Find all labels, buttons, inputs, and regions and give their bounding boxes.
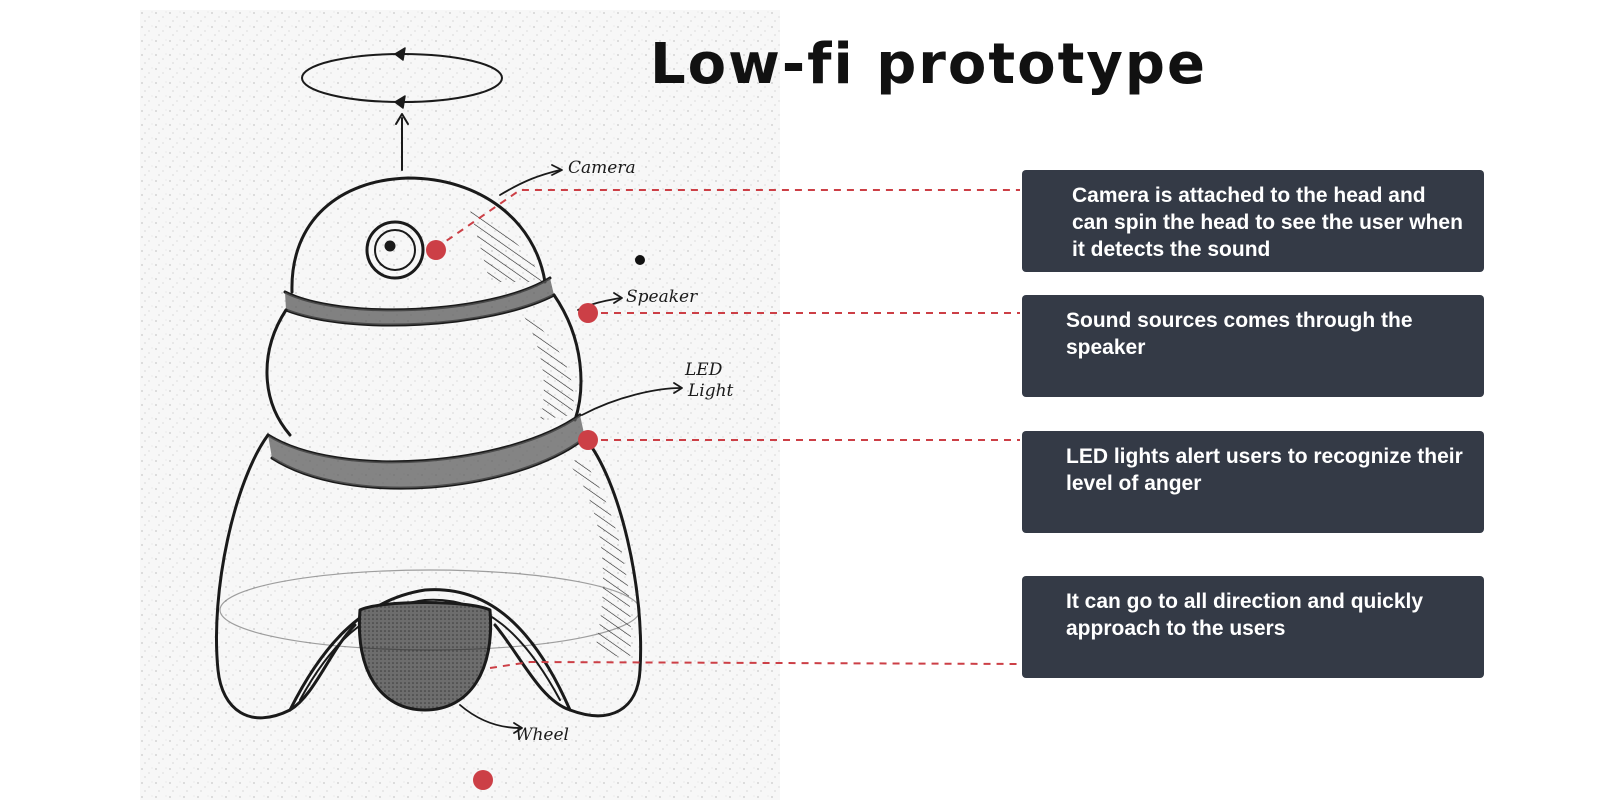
page-title: Low-fi prototype [650,32,1207,97]
label-light: Light [687,381,734,401]
callout-wheel: It can go to all direction and quickly a… [1022,576,1484,678]
label-camera: Camera [568,158,636,178]
callout-led: LED lights alert users to recognize thei… [1022,431,1484,533]
dot-marker [635,255,645,265]
label-speaker: Speaker [626,287,698,307]
callout-speaker: Sound sources comes through the speaker [1022,295,1484,397]
label-wheel: Wheel [515,725,569,745]
robot-sketch: Camera Speaker LED Light Wheel [140,10,780,800]
label-led: LED [684,360,723,380]
camera-lens [365,220,425,280]
callout-camera: Camera is attached to the head and can s… [1022,170,1484,272]
robot-wheel [357,601,493,712]
